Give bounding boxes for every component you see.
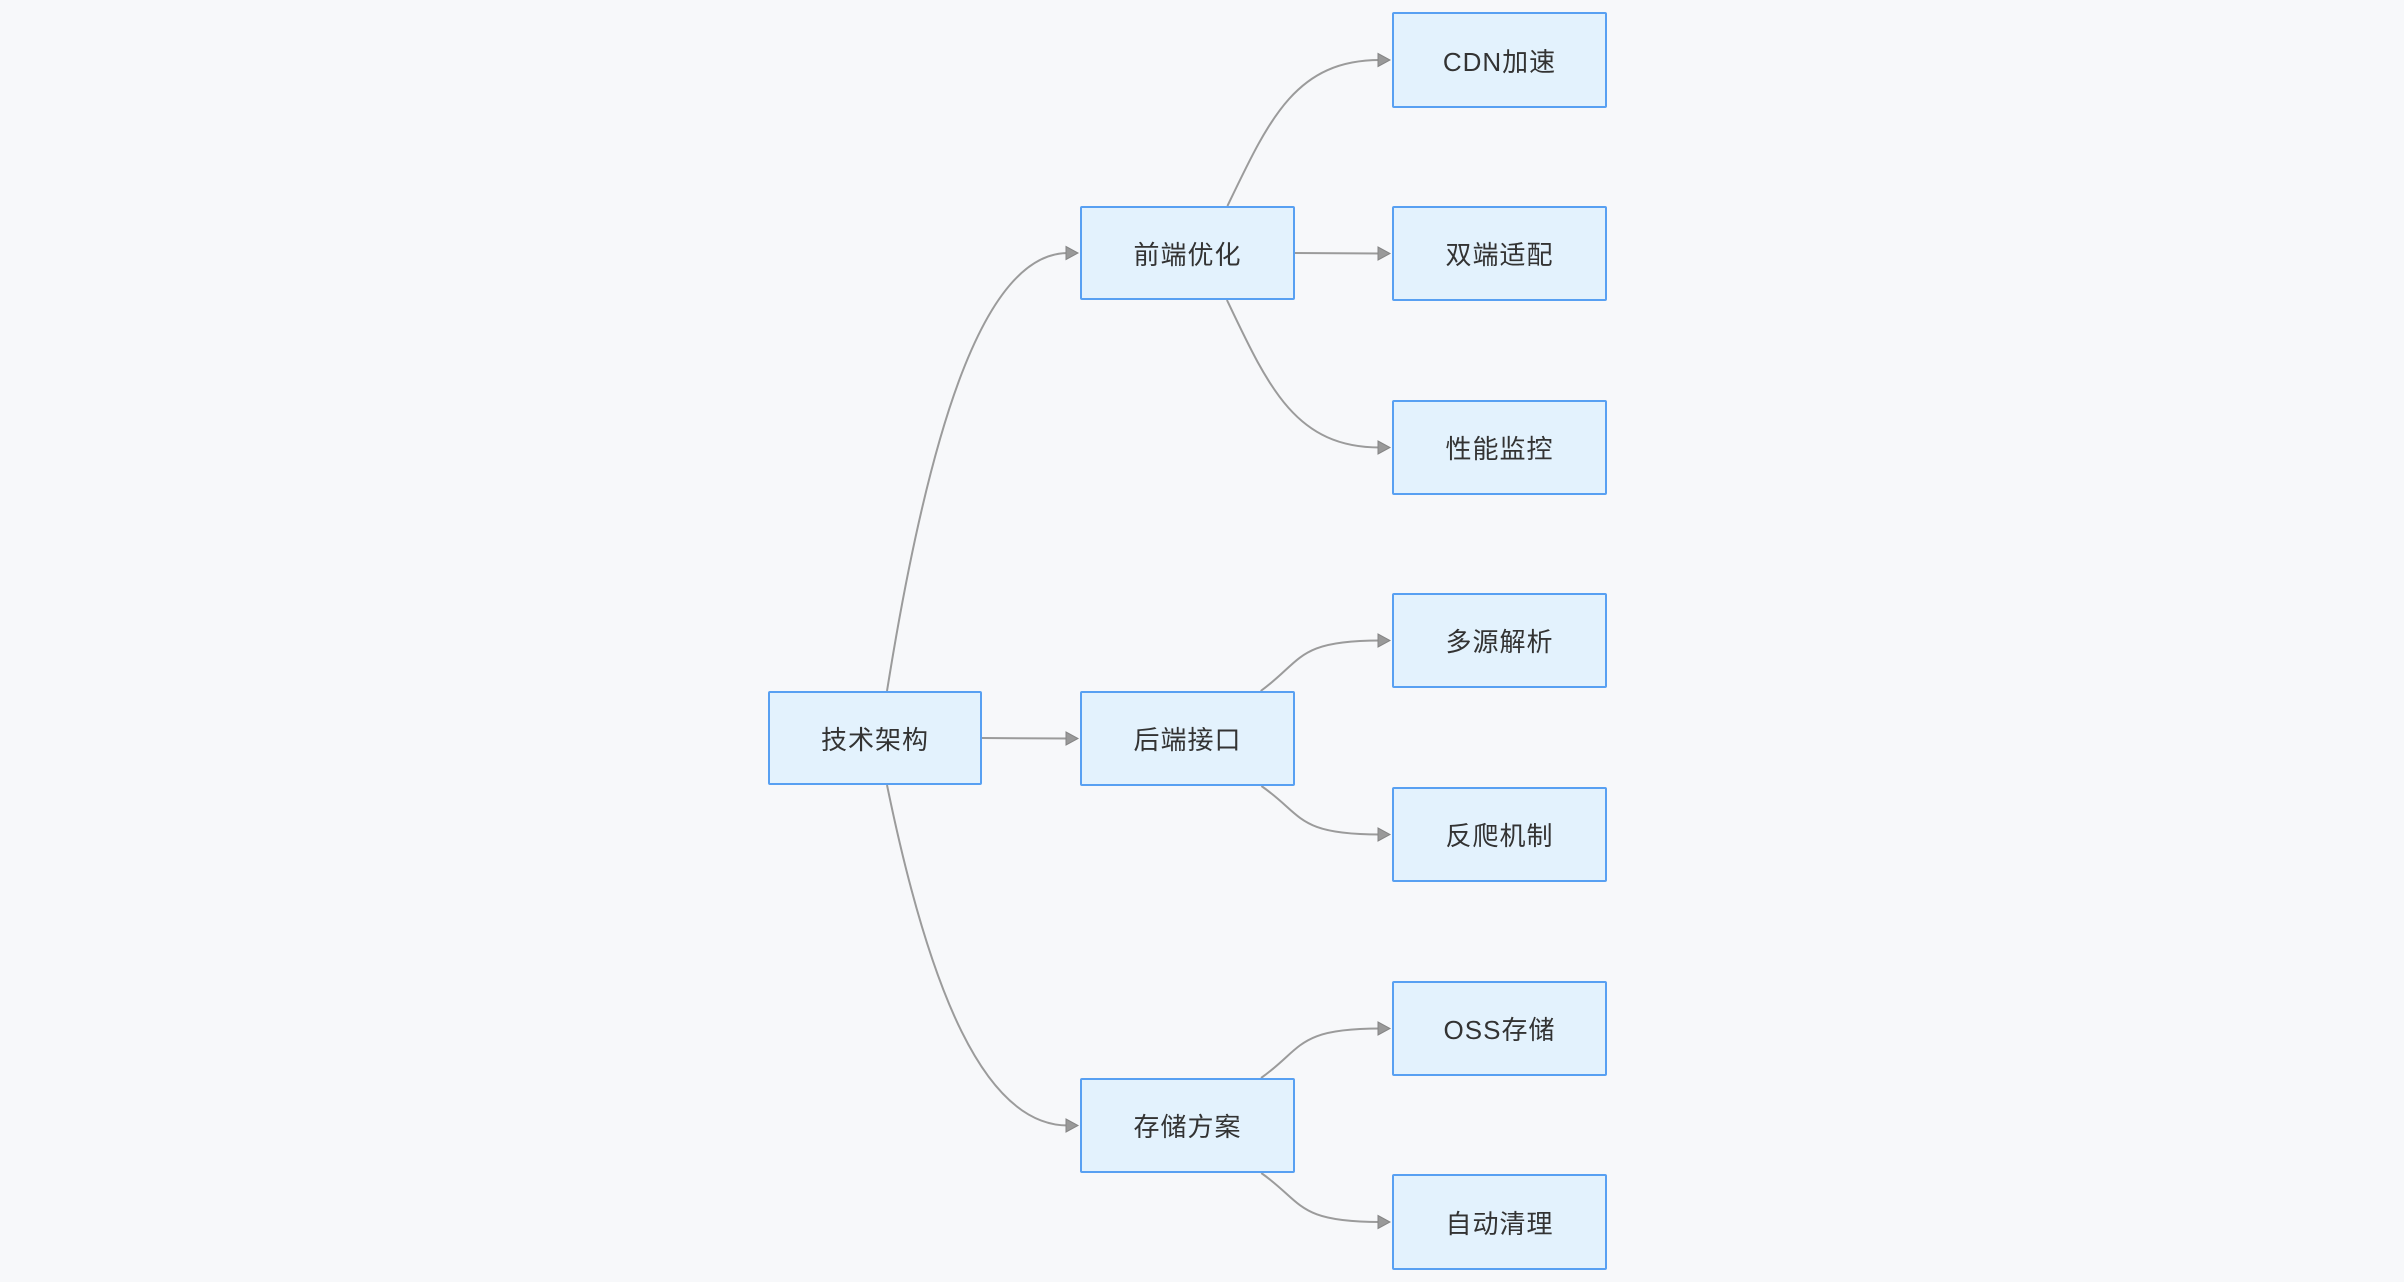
node-cdn[interactable]: CDN加速 <box>1392 12 1607 108</box>
node-root[interactable]: 技术架构 <box>768 691 982 785</box>
edge-backend-anti <box>1260 785 1381 836</box>
edge-frontend-cdn <box>1226 59 1381 207</box>
node-perf[interactable]: 性能监控 <box>1392 400 1607 495</box>
arrowhead-icon <box>1377 440 1392 455</box>
node-label-cdn: CDN加速 <box>1442 46 1557 77</box>
arrowhead-icon <box>1377 1021 1392 1036</box>
node-label-root: 技术架构 <box>820 724 929 755</box>
arrowhead-icon <box>1377 633 1392 648</box>
node-label-storage: 存储方案 <box>1133 1112 1242 1142</box>
node-label-frontend: 前端优化 <box>1133 239 1242 270</box>
node-dual[interactable]: 双端适配 <box>1392 206 1607 301</box>
edge-frontend-dual <box>1294 252 1382 255</box>
arrowhead-icon <box>1065 245 1080 261</box>
arrowhead-icon <box>1377 52 1392 68</box>
node-clean[interactable]: 自动清理 <box>1392 1174 1607 1270</box>
node-label-dual: 双端适配 <box>1445 240 1554 270</box>
edge-root-frontend <box>886 252 1069 692</box>
node-label-multi: 多源解析 <box>1445 627 1554 657</box>
node-anti[interactable]: 反爬机制 <box>1392 787 1607 882</box>
arrowhead-icon <box>1377 827 1392 842</box>
node-label-oss: OSS存储 <box>1443 1015 1556 1045</box>
node-storage[interactable]: 存储方案 <box>1080 1078 1295 1173</box>
edge-backend-multi <box>1260 639 1381 692</box>
node-backend[interactable]: 后端接口 <box>1080 691 1295 786</box>
node-label-backend: 后端接口 <box>1133 725 1242 755</box>
edge-storage-clean <box>1260 1172 1381 1223</box>
node-label-anti: 反爬机制 <box>1445 821 1554 851</box>
edge-root-backend <box>981 737 1070 740</box>
node-label-perf: 性能监控 <box>1445 434 1554 464</box>
node-frontend[interactable]: 前端优化 <box>1080 206 1295 300</box>
node-multi[interactable]: 多源解析 <box>1392 593 1607 688</box>
arrowhead-icon <box>1065 731 1080 746</box>
edge-storage-oss <box>1260 1027 1381 1079</box>
edge-frontend-perf <box>1226 299 1381 449</box>
edge-root-storage <box>886 784 1069 1127</box>
arrowhead-icon <box>1065 1118 1080 1133</box>
arrowhead-icon <box>1377 1214 1392 1230</box>
arrowhead-icon <box>1377 246 1392 261</box>
node-oss[interactable]: OSS存储 <box>1392 981 1607 1076</box>
node-label-clean: 自动清理 <box>1445 1208 1554 1239</box>
